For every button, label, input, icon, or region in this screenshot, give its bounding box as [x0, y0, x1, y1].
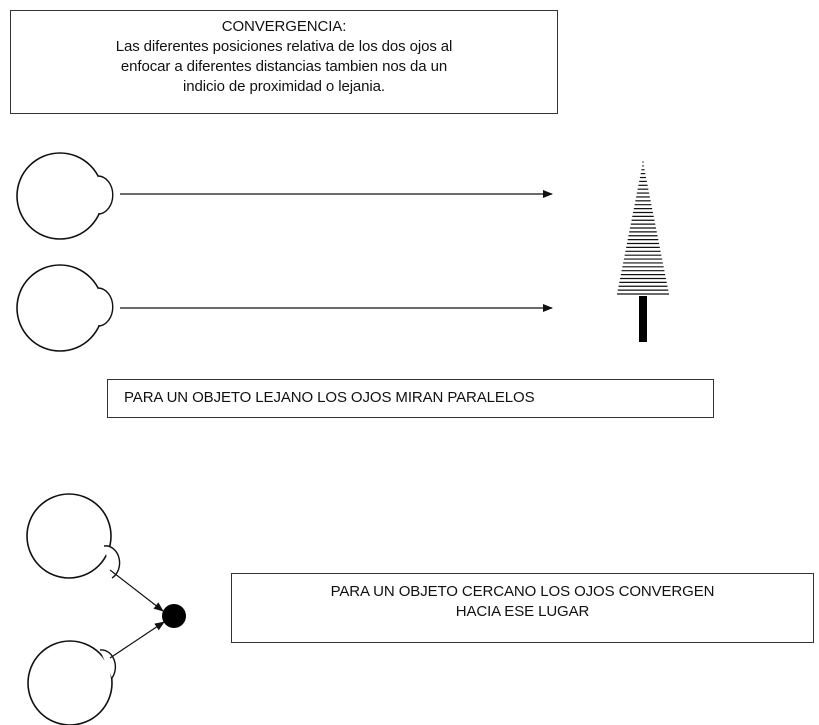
near-caption-box: PARA UN OBJETO CERCANO LOS OJOS CONVERGE…	[231, 573, 814, 643]
title-line-3: indicio de proximidad o lejania.	[183, 78, 385, 95]
eye-near-bottom	[27, 640, 117, 725]
far-caption: PARA UN OBJETO LEJANO LOS OJOS MIRAN PAR…	[124, 389, 535, 406]
near-caption-line-1: PARA UN OBJETO CERCANO LOS OJOS CONVERGE…	[330, 583, 715, 600]
near-caption-line-2: HACIA ESE LUGAR	[455, 603, 590, 620]
far-caption-box: PARA UN OBJETO LEJANO LOS OJOS MIRAN PAR…	[107, 379, 714, 418]
title-line-2: enfocar a diferentes distancias tambien …	[120, 58, 448, 75]
title-box: CONVERGENCIA: Las diferentes posiciones …	[10, 10, 558, 114]
title-heading: CONVERGENCIA:	[221, 18, 347, 35]
tree-icon	[617, 161, 669, 342]
sight-line-near-bottom	[109, 621, 165, 659]
eye-far-top	[16, 152, 114, 240]
eye-near-top	[26, 493, 121, 579]
title-line-1: Las diferentes posiciones relativa de lo…	[115, 38, 453, 55]
eye-far-bottom	[16, 264, 114, 352]
near-object-dot	[162, 604, 186, 628]
sight-line-near-top	[109, 569, 164, 612]
tree-trunk	[639, 296, 647, 342]
